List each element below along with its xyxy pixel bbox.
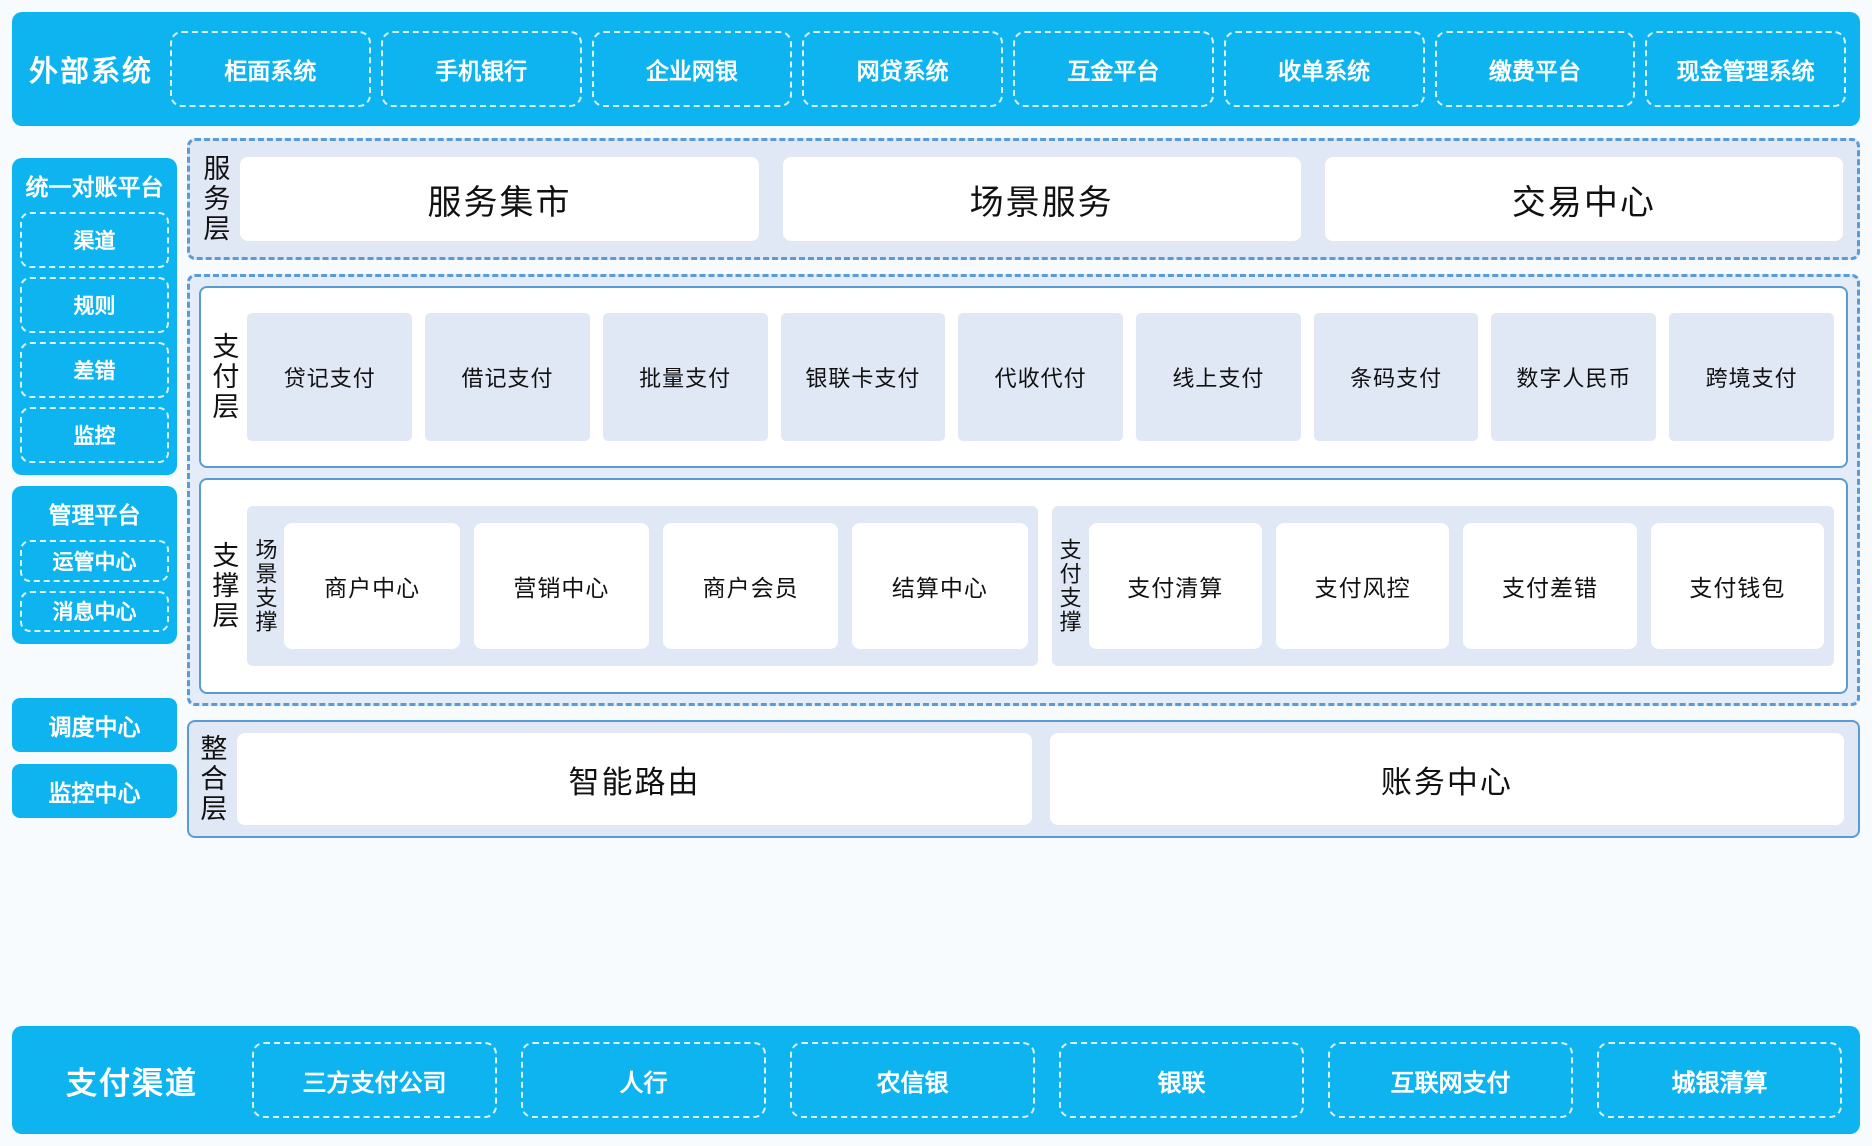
sidebar-item-dispatch-center[interactable]: 调度中心 [12, 698, 177, 752]
external-system-item[interactable]: 手机银行 [380, 31, 582, 107]
payment-channel-item[interactable]: 互联网支付 [1328, 1042, 1573, 1118]
service-card-transaction[interactable]: 交易中心 [1324, 157, 1843, 241]
payment-card-barcode[interactable]: 条码支付 [1313, 313, 1479, 441]
core-platform-container: 支付层 贷记支付 借记支付 批量支付 银联卡支付 代收代付 线上支付 条码支付 … [187, 274, 1860, 706]
support-layer-label: 支撑层 [208, 541, 239, 631]
payment-card-collection[interactable]: 代收代付 [958, 313, 1124, 441]
support-layer-groups: 场景支撑 商户中心 营销中心 商户会员 结算中心 支付支撑 支付清算 [247, 506, 1834, 666]
support-card-marketing-center[interactable]: 营销中心 [473, 523, 649, 649]
payment-channels-list: 三方支付公司 人行 农信银 银联 互联网支付 城银清算 [252, 1042, 1842, 1118]
payment-card-online[interactable]: 线上支付 [1136, 313, 1301, 441]
external-system-item[interactable]: 收单系统 [1223, 31, 1425, 107]
sidebar-item-message-center[interactable]: 消息中心 [20, 590, 169, 632]
payment-channels-title: 支付渠道 [66, 1065, 198, 1101]
support-group-payment-cards: 支付清算 支付风控 支付差错 支付钱包 [1088, 523, 1825, 649]
sidebar-block-reconciliation: 统一对账平台 渠道 规则 差错 监控 [12, 158, 177, 475]
external-systems-title: 外部系统 [28, 56, 153, 88]
payment-card-digital-rmb[interactable]: 数字人民币 [1491, 313, 1657, 441]
external-system-item[interactable]: 柜面系统 [170, 31, 371, 107]
support-card-payment-wallet[interactable]: 支付钱包 [1650, 523, 1825, 649]
support-group-scene-cards: 商户中心 营销中心 商户会员 结算中心 [284, 523, 1028, 649]
payment-card-debit[interactable]: 借记支付 [425, 313, 590, 441]
support-group-scene-label: 场景支撑 [252, 538, 278, 634]
support-group-payment-label: 支付支撑 [1056, 538, 1082, 634]
service-card-scene[interactable]: 场景服务 [782, 157, 1301, 241]
support-card-merchant-member[interactable]: 商户会员 [662, 523, 839, 649]
support-card-payment-error[interactable]: 支付差错 [1463, 523, 1637, 649]
external-systems-bar: 外部系统 柜面系统 手机银行 企业网银 网贷系统 互金平台 收单系统 缴费平台 … [12, 12, 1860, 126]
support-card-payment-risk[interactable]: 支付风控 [1275, 523, 1450, 649]
reconciliation-title: 统一对账平台 [25, 174, 164, 200]
support-group-scene: 场景支撑 商户中心 营销中心 商户会员 结算中心 [247, 506, 1038, 666]
support-card-payment-clearing[interactable]: 支付清算 [1088, 523, 1262, 649]
support-layer: 支撑层 场景支撑 商户中心 营销中心 商户会员 结算中心 [199, 478, 1848, 694]
management-title: 管理平台 [48, 502, 141, 528]
integration-layer-cards: 智能路由 账务中心 [237, 733, 1844, 825]
payment-card-credit[interactable]: 贷记支付 [247, 313, 413, 441]
integration-layer: 整合层 智能路由 账务中心 [187, 720, 1860, 838]
payment-layer-cards: 贷记支付 借记支付 批量支付 银联卡支付 代收代付 线上支付 条码支付 数字人民… [247, 313, 1834, 441]
support-card-merchant-center[interactable]: 商户中心 [284, 523, 460, 649]
payment-channels-bar: 支付渠道 三方支付公司 人行 农信银 银联 互联网支付 城银清算 [12, 1026, 1860, 1134]
sidebar-item-monitor[interactable]: 监控 [20, 407, 169, 463]
external-system-item[interactable]: 互金平台 [1013, 31, 1214, 107]
service-layer-cards: 服务集市 场景服务 交易中心 [240, 157, 1843, 241]
sidebar-item-monitoring-center[interactable]: 监控中心 [12, 764, 177, 818]
integration-card-accounting-center[interactable]: 账务中心 [1049, 733, 1844, 825]
payment-layer: 支付层 贷记支付 借记支付 批量支付 银联卡支付 代收代付 线上支付 条码支付 … [199, 286, 1848, 468]
sidebar-item-error[interactable]: 差错 [20, 342, 169, 398]
sidebar: 统一对账平台 渠道 规则 差错 监控 管理平台 运管中心 消息中心 调度中心 监… [12, 138, 177, 1014]
sidebar-item-rule[interactable]: 规则 [20, 277, 169, 333]
payment-channel-item[interactable]: 人行 [521, 1042, 766, 1118]
external-system-item[interactable]: 缴费平台 [1434, 31, 1636, 107]
payment-channel-item[interactable]: 城银清算 [1597, 1042, 1842, 1118]
sidebar-item-operations-center[interactable]: 运管中心 [20, 540, 169, 582]
payment-card-batch[interactable]: 批量支付 [602, 313, 768, 441]
sidebar-item-channel[interactable]: 渠道 [20, 212, 169, 268]
support-group-payment: 支付支撑 支付清算 支付风控 支付差错 支付钱包 [1051, 506, 1834, 666]
payment-card-unionpay[interactable]: 银联卡支付 [780, 313, 946, 441]
external-system-item[interactable]: 现金管理系统 [1645, 31, 1846, 107]
external-system-item[interactable]: 企业网银 [591, 31, 793, 107]
service-layer: 服务层 服务集市 场景服务 交易中心 [187, 138, 1860, 260]
payment-channel-item[interactable]: 农信银 [790, 1042, 1035, 1118]
integration-card-smart-routing[interactable]: 智能路由 [237, 733, 1032, 825]
sidebar-block-management: 管理平台 运管中心 消息中心 [12, 486, 177, 644]
diagram-body: 统一对账平台 渠道 规则 差错 监控 管理平台 运管中心 消息中心 调度中心 监… [12, 138, 1860, 1014]
service-layer-label: 服务层 [199, 154, 230, 244]
support-card-settlement-center[interactable]: 结算中心 [852, 523, 1028, 649]
payment-layer-label: 支付层 [208, 332, 239, 422]
service-card-market[interactable]: 服务集市 [240, 157, 759, 241]
payment-channel-item[interactable]: 三方支付公司 [252, 1042, 497, 1118]
payment-channel-item[interactable]: 银联 [1059, 1042, 1304, 1118]
integration-layer-label: 整合层 [196, 734, 227, 824]
external-system-item[interactable]: 网贷系统 [802, 31, 1003, 107]
payment-card-cross-border[interactable]: 跨境支付 [1669, 313, 1834, 441]
external-systems-list: 柜面系统 手机银行 企业网银 网贷系统 互金平台 收单系统 缴费平台 现金管理系… [170, 31, 1846, 107]
content-column: 服务层 服务集市 场景服务 交易中心 支付层 贷记支付 借记支付 批量支付 银联… [187, 138, 1860, 1014]
